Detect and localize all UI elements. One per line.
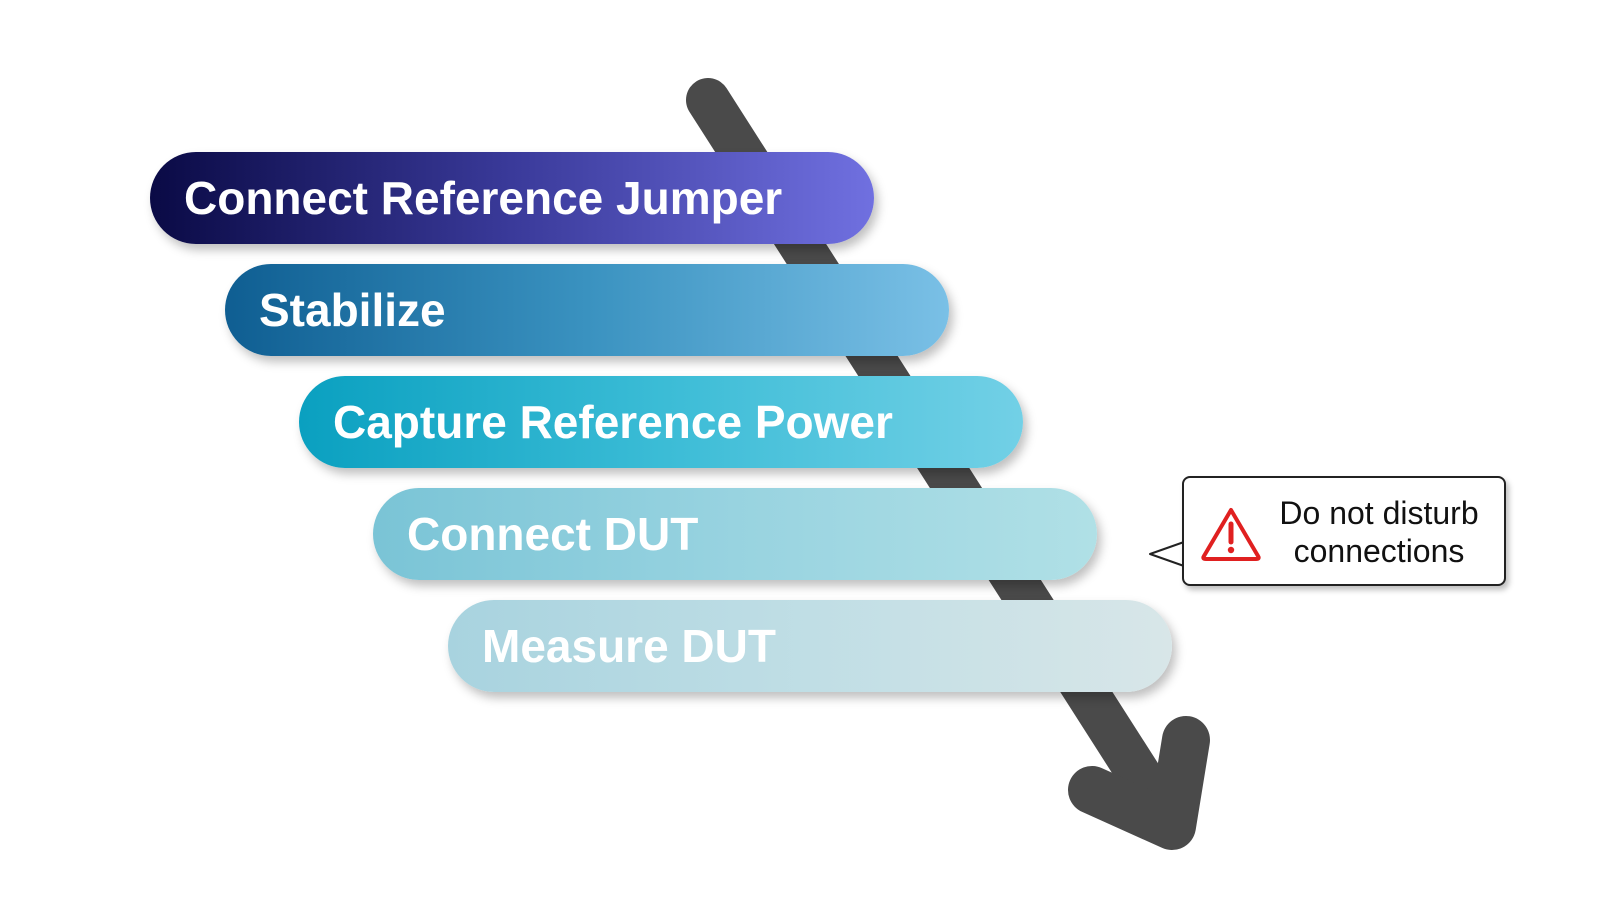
callout-text: Do not disturb connections xyxy=(1262,494,1496,570)
step-label: Connect DUT xyxy=(407,508,699,560)
step-label: Connect Reference Jumper xyxy=(184,172,783,224)
callout-line-2: connections xyxy=(1293,533,1465,569)
warning-triangle-icon xyxy=(1201,508,1261,561)
step-connect-dut: Connect DUT xyxy=(373,488,1097,580)
step-label: Capture Reference Power xyxy=(333,396,893,448)
callout-line-1: Do not disturb xyxy=(1279,495,1479,531)
step-stabilize: Stabilize xyxy=(225,264,949,356)
step-measure-dut: Measure DUT xyxy=(448,600,1172,692)
step-label: Measure DUT xyxy=(482,620,776,672)
step-capture-reference-power: Capture Reference Power xyxy=(299,376,1023,468)
warning-callout: Do not disturb connections xyxy=(1182,476,1506,586)
step-connect-reference-jumper: Connect Reference Jumper xyxy=(150,152,874,244)
step-label: Stabilize xyxy=(259,284,446,336)
